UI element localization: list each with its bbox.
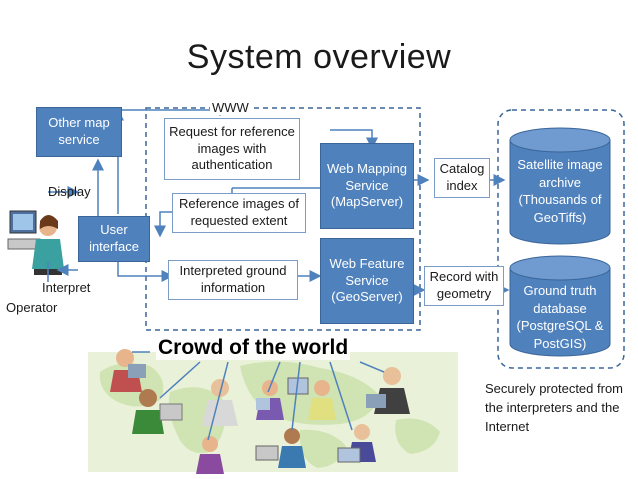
person-figure-3 — [202, 379, 238, 426]
page-title: System overview — [186, 38, 452, 76]
person-figure-4 — [256, 380, 284, 420]
satellite-archive-label: Satellite image archive (Thousands of Ge… — [517, 157, 603, 225]
person-figure-8 — [255, 428, 306, 468]
ground-truth-cylinder — [509, 255, 611, 357]
interpreted-ground-node: Interpreted ground information — [168, 260, 298, 300]
catalog-index-node: Catalog index — [434, 158, 490, 198]
reference-images-node: Reference images of requested extent — [172, 193, 306, 233]
crowd-title: Crowd of the world — [156, 336, 351, 360]
person-figure-1 — [110, 349, 146, 392]
wms-node: Web Mapping Service (MapServer) — [320, 143, 414, 229]
www-boundary — [145, 107, 421, 331]
user-interface-node: User interface — [78, 216, 150, 262]
wfs-node: Web Feature Service (GeoServer) — [320, 238, 414, 324]
person-figure-7 — [196, 436, 224, 474]
interpret-label: Interpret — [42, 280, 91, 295]
person-figure-2 — [132, 389, 183, 434]
display-label: Display — [48, 184, 91, 199]
person-figure-9 — [337, 424, 376, 463]
record-geometry-node: Record with geometry — [424, 266, 504, 306]
operator-label: Operator — [6, 300, 58, 315]
www-label: WWW — [210, 100, 251, 115]
person-figure-6 — [366, 367, 410, 414]
ground-truth-label: Ground truth database (PostgreSQL & Post… — [516, 283, 604, 351]
request-reference-node: Request for reference images with authen… — [164, 118, 300, 180]
person-figure-5 — [287, 377, 336, 420]
crowd-arrows — [132, 351, 385, 441]
satellite-archive-cylinder — [509, 127, 611, 245]
secure-boundary — [497, 109, 625, 369]
other-map-service-node: Other map service — [36, 107, 122, 157]
security-note: Securely protected from the interpreters… — [485, 381, 624, 434]
